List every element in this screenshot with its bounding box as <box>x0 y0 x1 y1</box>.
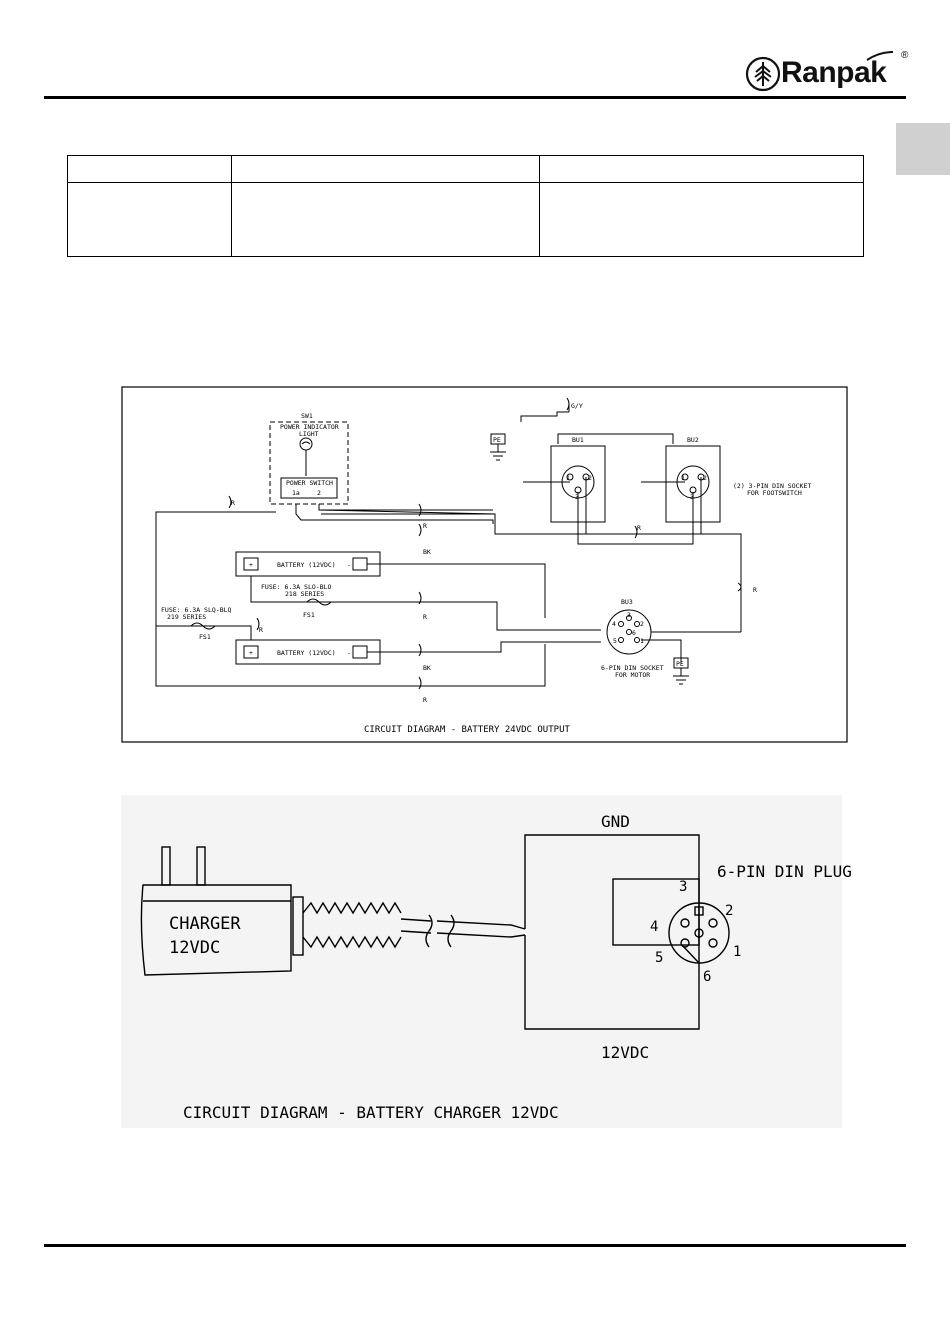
brand-name: Ranpak <box>781 56 887 89</box>
wire-r-label: R <box>231 499 235 507</box>
table-header-cell <box>231 155 540 183</box>
diagram-24v-title: CIRCUIT DIAGRAM - BATTERY 24VDC OUTPUT <box>364 725 570 735</box>
wire-r-label: R <box>423 696 427 704</box>
bu1-pin-3: 3 <box>575 493 579 501</box>
switch-pin-1a: 1a <box>292 489 300 497</box>
bu2-pin-1: 1 <box>681 474 685 482</box>
light-label: LIGHT <box>299 430 319 438</box>
wire-r-label: R <box>637 524 641 532</box>
power-switch-box <box>280 477 338 499</box>
battery-minus: - <box>347 649 351 657</box>
bu3-pin-1: 1 <box>640 637 644 645</box>
section-tab-marker <box>896 123 950 175</box>
gy-label: G/Y <box>571 402 583 410</box>
battery-top-label: BATTERY (12VDC) <box>277 561 336 569</box>
bu2-pin-2: 2 <box>703 474 707 482</box>
charger-body-icon <box>140 884 292 976</box>
pe-top-label: PE <box>493 436 501 444</box>
wire-r-label: R <box>259 626 263 634</box>
battery-plus: + <box>249 561 253 569</box>
footswitch-label-1: (2) 3-PIN DIN SOCKET <box>733 482 811 490</box>
bu1-pin-1: 1 <box>566 474 570 482</box>
plug-pin-6: 6 <box>703 969 711 985</box>
wire-bk-label: BK <box>423 664 431 672</box>
fuse-top-label-2: 218 SERIES <box>285 590 324 598</box>
diagram-charger-title: CIRCUIT DIAGRAM - BATTERY CHARGER 12VDC <box>183 1103 559 1122</box>
plug-pin-1: 1 <box>733 944 741 960</box>
motor-label-1: 6-PIN DIN SOCKET <box>601 664 664 672</box>
fuse-top-icon <box>306 598 332 606</box>
fuse-top-label-1: FUSE: 6.3A SLO-BLO <box>261 583 332 591</box>
wire-r-label: R <box>423 613 427 621</box>
bu1-label: BU1 <box>572 436 584 444</box>
switch-pin-2: 2 <box>317 489 321 497</box>
wire-bk-label: BK <box>423 548 431 556</box>
wire-r-label: R <box>423 522 427 530</box>
plug-pin-3: 3 <box>679 879 687 895</box>
bu3-pin-3: 3 <box>627 611 631 619</box>
bu3-pin-2: 2 <box>640 620 644 628</box>
battery-bottom-label: BATTERY (12VDC) <box>277 649 336 657</box>
sw1-label: SW1 <box>301 412 313 420</box>
pe-bottom-label: PE <box>676 660 684 668</box>
power-indicator-label: POWER INDICATOR <box>280 423 339 431</box>
supply-label: 12VDC <box>601 1043 649 1062</box>
plug-pin-4: 4 <box>650 919 658 935</box>
power-switch-label: POWER SWITCH <box>286 479 333 487</box>
table-cell <box>231 182 540 257</box>
footswitch-label-2: FOR FOOTSWITCH <box>747 489 802 497</box>
bu1-pin-2: 2 <box>588 474 592 482</box>
circuit-diagram-24vdc: SW1 POWER INDICATOR LIGHT POWER SWITCH 1… <box>121 386 848 743</box>
circuit-diagram-charger: CHARGER 12VDC GND 6-PIN DIN PLUG 12VDC 3… <box>121 795 852 1128</box>
bu3-pin-5: 5 <box>613 637 617 645</box>
footer-rule <box>44 1244 906 1247</box>
charger-label-1: CHARGER <box>169 914 241 934</box>
fs1-top-label: FS1 <box>303 611 315 619</box>
battery-plus: + <box>249 649 253 657</box>
table-cell <box>539 182 864 257</box>
fuse-left-icon <box>190 622 216 630</box>
bu2-label: BU2 <box>687 436 699 444</box>
plug-pin-5: 5 <box>655 950 663 966</box>
wire-r-label: R <box>753 586 757 594</box>
table-header-row <box>67 155 864 183</box>
din-plug-label: 6-PIN DIN PLUG <box>717 862 852 881</box>
logo-swoosh-icon <box>866 51 894 61</box>
table-header-cell <box>539 155 864 183</box>
battery-minus: - <box>347 561 351 569</box>
table-row <box>67 182 864 257</box>
fuse-left-label-1: FUSE: 6.3A SLQ-BLQ <box>161 606 232 614</box>
table-cell <box>67 182 232 257</box>
registered-mark: ® <box>901 50 909 61</box>
ranpak-tree-emblem-icon <box>745 56 781 92</box>
bu3-pin-4: 4 <box>612 620 616 628</box>
table-header-cell <box>67 155 232 183</box>
motor-label-2: FOR MOTOR <box>615 671 650 679</box>
charger-label-2: 12VDC <box>169 938 220 958</box>
fuse-left-label-2: 219 SERIES <box>167 613 206 621</box>
bu3-label: BU3 <box>621 598 633 606</box>
bu3-pin-6: 6 <box>632 629 636 637</box>
bu2-pin-3: 3 <box>690 493 694 501</box>
fs1-left-label: FS1 <box>199 633 211 641</box>
ranpak-logo: Ranpak ® <box>745 50 915 94</box>
spec-table <box>67 155 864 257</box>
header-rule <box>44 96 906 99</box>
plug-pin-2: 2 <box>725 903 733 919</box>
cable-strain-relief-icon <box>302 901 402 915</box>
gnd-label: GND <box>601 812 630 831</box>
